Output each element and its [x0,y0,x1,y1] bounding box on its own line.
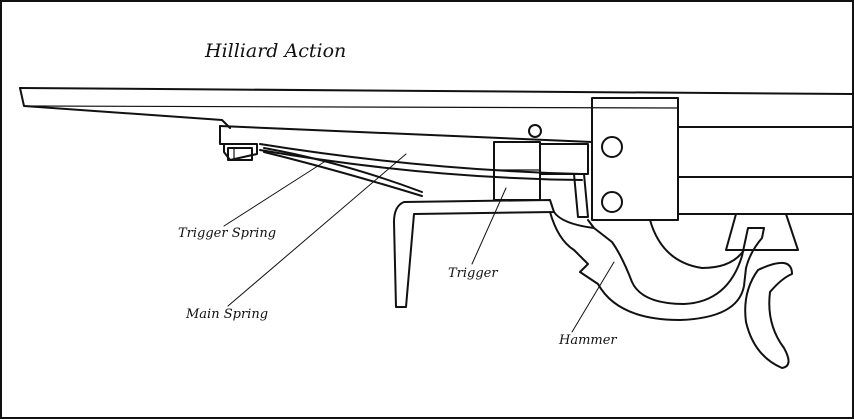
trigger-label: Trigger [448,266,498,281]
hammer-spur [726,214,798,368]
frame-pin-lower [602,192,622,212]
trigger-spring [264,148,422,196]
leader-lines [224,154,614,332]
main-spring-label: Main Spring [186,307,269,322]
main-spring [260,144,582,180]
hammer-leader [572,262,614,332]
diagram-title: Hilliard Action [205,40,347,62]
trigger-leader [472,188,506,264]
spring-screw [228,148,252,160]
frame-pin-upper [602,137,622,157]
trigger [394,200,554,307]
spring-base [220,126,592,160]
hammer-label: Hammer [559,333,617,348]
small-pin [529,125,541,137]
hammer [550,212,764,320]
receiver-frame [529,98,852,220]
trigger-spring-leader [224,162,324,226]
trigger-block [494,142,588,217]
trigger-spring-label: Trigger Spring [178,226,277,241]
main-spring-leader [228,154,406,306]
barrel [20,88,852,128]
